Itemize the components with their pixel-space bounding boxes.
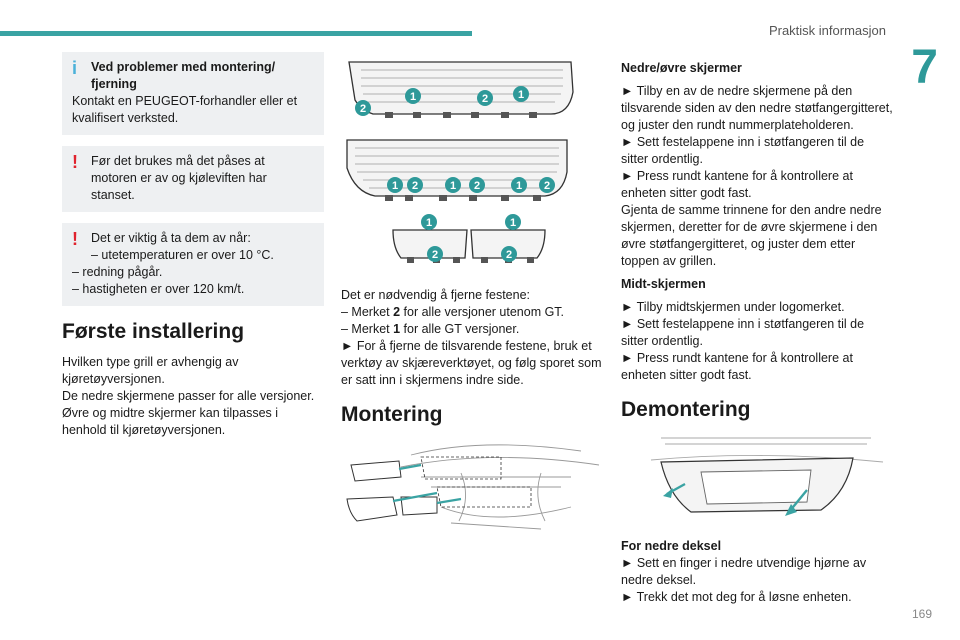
warning-item: – utetemperaturen er over 10 °C. (91, 248, 274, 262)
section-title-montering: Montering (341, 403, 443, 426)
step: ► Sett en finger i nedre utvendige hjørn… (621, 556, 867, 587)
marker-2: 2 (477, 90, 493, 106)
bullet-marker-1: – Merket 1 for alle GT versjoner. (341, 322, 520, 336)
step: ► Tilby en av de nedre skjermene på den … (621, 84, 893, 132)
marker-1: 1 (505, 214, 521, 230)
svg-text:1: 1 (518, 89, 524, 101)
marker-2: 2 (427, 246, 443, 262)
marker-1: 1 (405, 88, 421, 104)
svg-text:1: 1 (410, 91, 416, 103)
marker-2: 2 (469, 177, 485, 193)
removal-step: ► For å fjerne de tilsvarende festene, b… (341, 339, 602, 387)
marker-1: 1 (387, 177, 403, 193)
svg-text:2: 2 (432, 249, 438, 261)
paragraph: Hvilken type grill er avhengig av kjøret… (62, 355, 239, 386)
column-middle: 2 1 2 1 1 2 1 2 1 2 1 1 2 2 Det er nødve… (341, 52, 603, 547)
info-icon: i (72, 58, 78, 78)
paragraph: De nedre skjermene passer for alle versj… (62, 389, 315, 403)
warning-icon: ! (72, 152, 78, 172)
svg-text:2: 2 (474, 180, 480, 192)
bullet-marker-2: – Merket 2 for alle versjoner utenom GT. (341, 305, 565, 319)
warning-icon: ! (72, 229, 78, 249)
lower-screen-part-right (400, 496, 438, 516)
svg-text:1: 1 (392, 180, 398, 192)
removal-illustration (650, 437, 884, 516)
paragraph: Øvre og midtre skjermer kan tilpasses i … (62, 406, 279, 437)
removal-intro: Det er nødvendig å fjerne festene: (341, 288, 531, 302)
warning-item: – redning pågår. (72, 265, 163, 279)
marker-2: 2 (539, 177, 555, 193)
screen-fastener-diagram: 2 1 2 1 1 2 1 2 1 2 1 1 2 2 (346, 61, 574, 263)
chapter-number: 7 (911, 41, 938, 94)
top-accent-bar (0, 31, 472, 36)
info-title-line2: fjerning (91, 77, 137, 91)
marker-2: 2 (501, 246, 517, 262)
svg-text:2: 2 (482, 93, 488, 105)
marker-1: 1 (511, 177, 527, 193)
chapter-title: Praktisk informasjon (768, 23, 886, 38)
marker-1: 1 (445, 177, 461, 193)
repeat-instruction: Gjenta de samme trinnene for den andre n… (621, 203, 882, 268)
step: ► Sett festelappene inn i støtfangeren t… (621, 317, 865, 348)
step: ► Sett festelappene inn i støtfangeren t… (621, 135, 865, 166)
info-title-line1: Ved problemer med montering/ (91, 60, 276, 74)
column-right: Nedre/øvre skjermer ► Tilby en av de ned… (621, 52, 893, 606)
step: ► Tilby midtskjermen under logomerket. (621, 300, 845, 314)
warning-item: – hastigheten er over 120 km/t. (72, 282, 245, 296)
upper-screen-part (350, 460, 402, 482)
lower-screen-part-left (346, 496, 398, 522)
warning-box-removal: ! Det er viktig å ta dem av når: – utete… (62, 223, 324, 306)
marker-2: 2 (355, 100, 371, 116)
info-box: i Ved problemer med montering/ fjerning … (62, 52, 324, 135)
mounting-illustration (346, 444, 600, 530)
section-title-first-install: Første installering (62, 320, 245, 343)
subsection-title-lower-cover: For nedre deksel (621, 539, 722, 553)
svg-text:1: 1 (510, 217, 516, 229)
svg-text:1: 1 (516, 180, 522, 192)
svg-text:2: 2 (360, 103, 366, 115)
marker-1: 1 (421, 214, 437, 230)
step: ► Trekk det mot deg for å løsne enheten. (621, 590, 852, 604)
lower-screen-right-outline (470, 229, 546, 259)
section-title-demontering: Demontering (621, 398, 751, 421)
warning-intro: Det er viktig å ta dem av når: (91, 231, 251, 245)
marker-1: 1 (513, 86, 529, 102)
svg-text:1: 1 (426, 217, 432, 229)
info-body: Kontakt en PEUGEOT-forhandler eller et k… (72, 94, 298, 125)
page-number: 169 (911, 607, 932, 621)
warning-text: Før det brukes må det påses at motoren e… (91, 154, 267, 202)
step: ► Press rundt kantene for å kontrollere … (621, 169, 853, 200)
svg-text:2: 2 (412, 180, 418, 192)
step: ► Press rundt kantene for å kontrollere … (621, 351, 853, 382)
svg-text:2: 2 (506, 249, 512, 261)
column-left: i Ved problemer med montering/ fjerning … (62, 52, 324, 439)
marker-2: 2 (407, 177, 423, 193)
warning-box-engine: ! Før det brukes må det påses at motoren… (62, 146, 324, 212)
svg-text:2: 2 (544, 180, 550, 192)
subsection-title-lower-upper: Nedre/øvre skjermer (621, 61, 742, 75)
subsection-title-middle: Midt-skjermen (621, 277, 706, 291)
svg-text:1: 1 (450, 180, 456, 192)
